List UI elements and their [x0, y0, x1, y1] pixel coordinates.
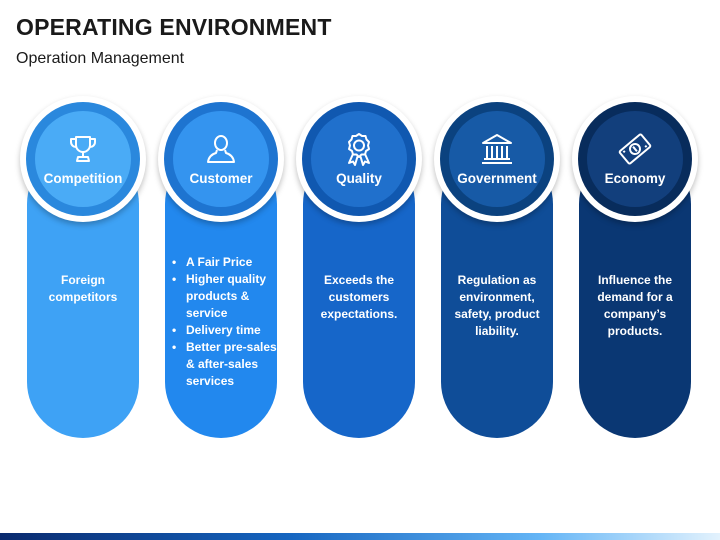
column-label: Government [457, 171, 537, 186]
money-bill-icon [617, 131, 653, 167]
column-competition: Competition Foreign competitors [20, 96, 146, 446]
icon-circle: Economy [587, 111, 683, 207]
column-description: Influence the demand for a company’s pro… [597, 273, 673, 338]
column-government: Government Regulation as environment, sa… [434, 96, 560, 446]
bank-building-icon [479, 131, 515, 167]
icon-ring: Quality [296, 96, 422, 222]
list-item: A Fair Price [172, 254, 280, 271]
list-item: Better pre-sales & after-sales services [172, 339, 280, 390]
column-description: Foreign competitors [48, 273, 118, 304]
customer-bullet-list: A Fair Price Higher quality products & s… [172, 254, 280, 390]
icon-circle: Quality [311, 111, 407, 207]
column-customer: Customer A Fair Price Higher quality pro… [158, 96, 284, 446]
column-label: Customer [189, 171, 253, 186]
column-description: Exceeds the customers expectations. [320, 273, 398, 321]
list-item: Higher quality products & service [172, 271, 280, 322]
page-subtitle: Operation Management [16, 50, 185, 67]
icon-circle: Government [449, 111, 545, 207]
column-economy: Economy Influence the demand for a compa… [572, 96, 698, 446]
trophy-icon [65, 131, 101, 167]
column-label: Competition [43, 171, 123, 186]
icon-ring: Economy [572, 96, 698, 222]
bottom-accent-bar [0, 533, 720, 540]
column-quality: Quality Exceeds the customers expectatio… [296, 96, 422, 446]
column-description: Regulation as environment, safety, produ… [454, 273, 540, 338]
icon-ring: Customer [158, 96, 284, 222]
user-icon [203, 131, 239, 167]
icon-ring: Competition [20, 96, 146, 222]
icon-ring: Government [434, 96, 560, 222]
list-item: Delivery time [172, 322, 280, 339]
page-title: OPERATING ENVIRONMENT [16, 14, 332, 40]
environment-columns: Competition Foreign competitors Customer… [20, 96, 700, 446]
column-label: Economy [604, 171, 666, 186]
icon-circle: Competition [35, 111, 131, 207]
award-ribbon-icon [341, 131, 377, 167]
column-label: Quality [336, 171, 382, 186]
icon-circle: Customer [173, 111, 269, 207]
